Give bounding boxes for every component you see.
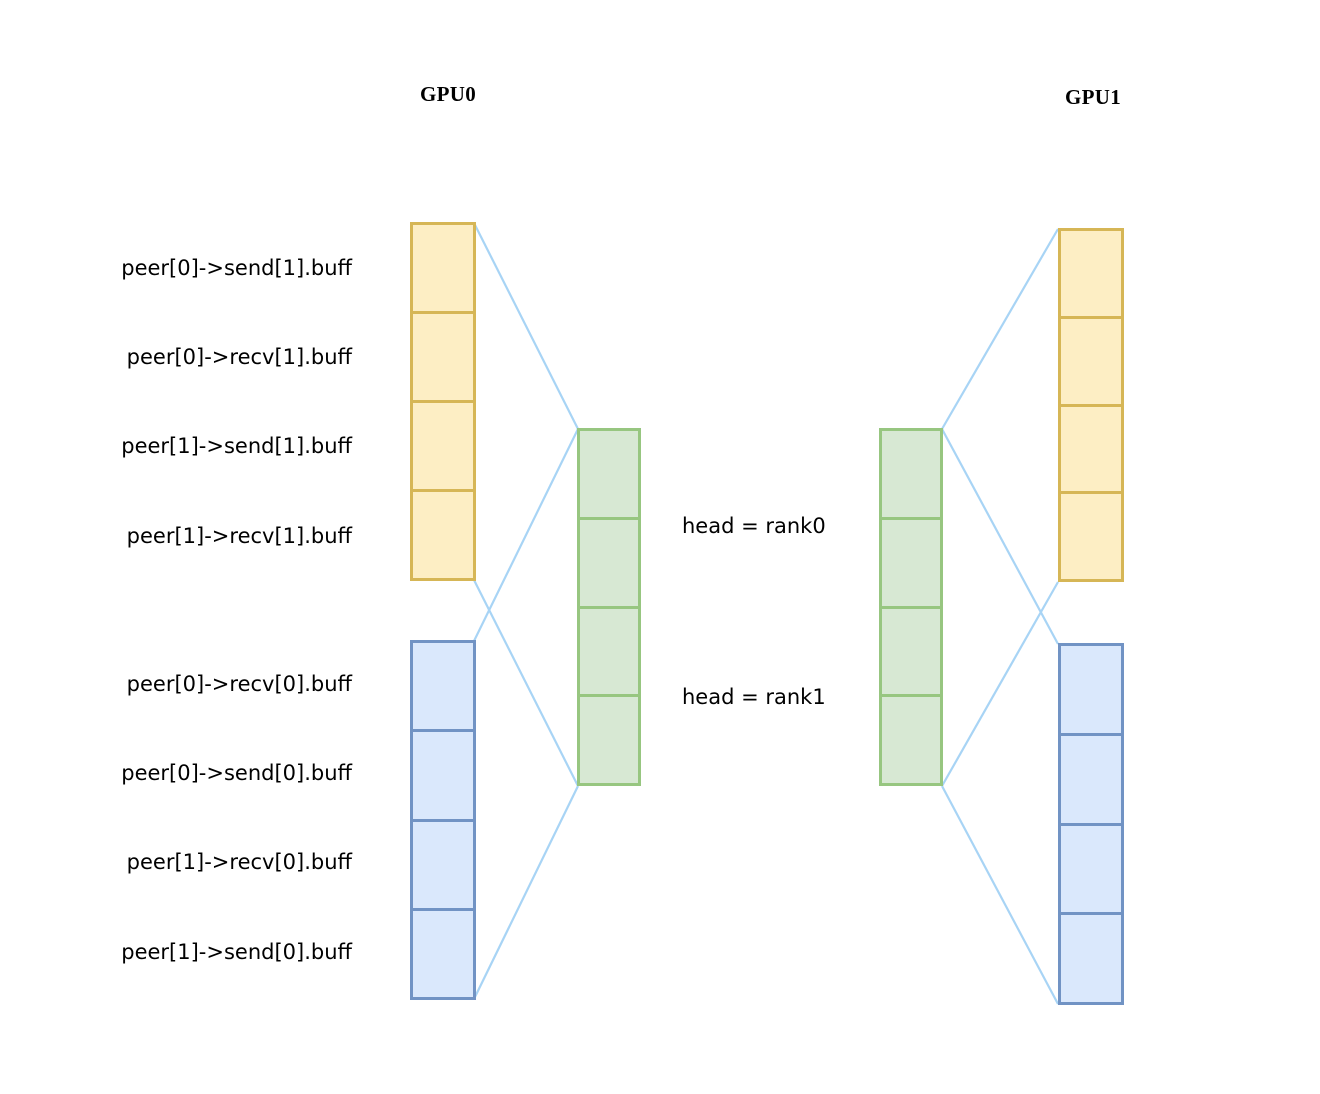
buffer-cell[interactable] (577, 516, 641, 606)
buffer-cell[interactable] (410, 400, 476, 489)
gpu0-send-recv-1-column[interactable] (410, 222, 476, 581)
head-rank1-label: head = rank1 (682, 685, 826, 709)
buffer-label: peer[0]->recv[1].buff (126, 345, 352, 369)
buffer-label: peer[1]->recv[1].buff (126, 524, 352, 548)
link-gpu0-yellow-top-to-green-top (473, 222, 579, 430)
link-gpu0-blue-bottom-to-green-bottom (473, 785, 579, 1000)
gpu1-title: GPU1 (1064, 85, 1122, 109)
buffer-cell[interactable] (410, 818, 476, 908)
buffer-cell[interactable] (879, 428, 943, 517)
buffer-cell[interactable] (577, 428, 641, 517)
buffer-cell[interactable] (1058, 491, 1124, 582)
gpu1-send-recv-column[interactable] (1058, 228, 1124, 582)
gpu0-shared-buffer-column[interactable] (577, 428, 641, 786)
buffer-cell[interactable] (1058, 732, 1124, 823)
buffer-label: peer[0]->send[0].buff (121, 761, 352, 785)
link-gpu0-yellow-bottom-to-green-bottom (473, 579, 579, 787)
link-gpu1-green-top-to-yellow-top (941, 228, 1059, 430)
buffer-cell[interactable] (577, 694, 641, 786)
link-gpu1-green-top-to-blue-top (941, 428, 1059, 645)
link-gpu1-green-bottom-to-blue-bottom (941, 785, 1059, 1005)
link-gpu1-green-bottom-to-yellow-bottom (941, 581, 1059, 787)
buffer-cell[interactable] (879, 694, 943, 786)
gpu1-shared-buffer-column[interactable] (879, 428, 943, 786)
buffer-cell[interactable] (1058, 912, 1124, 1005)
buffer-cell[interactable] (1058, 315, 1124, 404)
buffer-cell[interactable] (1058, 822, 1124, 913)
buffer-cell[interactable] (577, 605, 641, 695)
buffer-cell[interactable] (879, 605, 943, 695)
buffer-cell[interactable] (879, 516, 943, 606)
buffer-label: peer[1]->send[1].buff (121, 434, 352, 458)
buffer-cell[interactable] (410, 489, 476, 581)
buffer-cell[interactable] (1058, 403, 1124, 492)
buffer-cell[interactable] (410, 222, 476, 311)
buffer-cell[interactable] (410, 729, 476, 819)
buffer-label: peer[0]->send[1].buff (121, 256, 352, 280)
buffer-label: peer[1]->send[0].buff (121, 940, 352, 964)
gpu0-title: GPU0 (419, 82, 477, 106)
buffer-cell[interactable] (410, 311, 476, 400)
buffer-cell[interactable] (410, 907, 476, 1000)
buffer-cell[interactable] (1058, 228, 1124, 316)
gpu0-recv-send-0-column[interactable] (410, 640, 476, 1000)
link-gpu0-blue-top-to-green-top (473, 428, 579, 642)
gpu1-recv-send-column[interactable] (1058, 643, 1124, 1005)
buffer-cell[interactable] (1058, 643, 1124, 733)
buffer-cell[interactable] (410, 640, 476, 730)
buffer-label: peer[0]->recv[0].buff (126, 672, 352, 696)
buffer-label: peer[1]->recv[0].buff (126, 850, 352, 874)
head-rank0-label: head = rank0 (682, 514, 826, 538)
